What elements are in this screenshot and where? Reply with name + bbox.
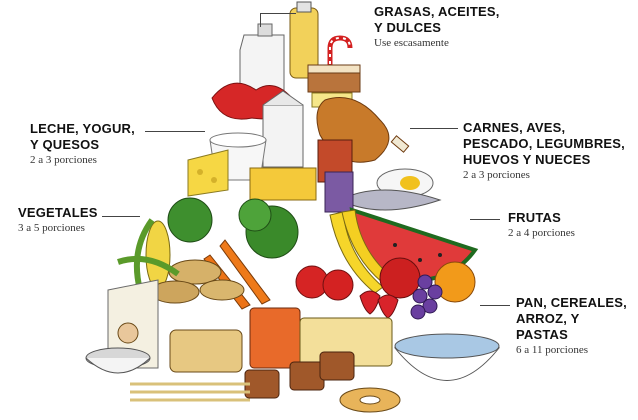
protein-tier-art (316, 97, 442, 213)
fats-title-line-2: Y DULCES (374, 20, 442, 35)
fats-leader (260, 13, 296, 14)
proteins-title-line-1: CARNES, AVES, (463, 120, 566, 135)
dairy-title-line-2: Y QUESOS (30, 137, 100, 152)
proteins-note: 2 a 3 porciones (463, 169, 530, 181)
grains-label: PAN, CEREALES, ARROZ, Y PASTAS 6 a 11 po… (516, 295, 627, 357)
fruits-note: 2 a 4 porciones (508, 227, 575, 239)
vegetables-title: VEGETALES (18, 205, 98, 220)
grains-leader (480, 305, 510, 306)
grains-title-line-3: PASTAS (516, 327, 569, 342)
vegetable-tier-art (117, 197, 354, 310)
fruits-title: FRUTAS (508, 210, 561, 225)
fats-label: GRASAS, ACEITES, Y DULCES Use escasament… (374, 4, 500, 50)
proteins-title-line-3: HUEVOS Y NUECES (463, 152, 591, 167)
dairy-note: 2 a 3 porciones (30, 154, 97, 166)
fats-title-line-1: GRASAS, ACEITES, (374, 4, 500, 19)
dairy-leader (145, 131, 205, 132)
grain-tier-art (85, 279, 501, 413)
fats-note: Use escasamente (374, 37, 449, 49)
dairy-tier-art (187, 90, 317, 201)
dairy-label: LECHE, YOGUR, Y QUESOS 2 a 3 porciones (30, 121, 135, 167)
fruit-tier-art (329, 207, 479, 320)
grains-title-line-2: ARROZ, Y (516, 311, 580, 326)
proteins-leader (410, 128, 458, 129)
proteins-title-line-2: PESCADO, LEGUMBRES, (463, 136, 625, 151)
dairy-title-line-1: LECHE, YOGUR, (30, 121, 135, 136)
fats-leader-v (260, 13, 261, 27)
vegetables-leader (102, 216, 140, 217)
vegetables-label: VEGETALES 3 a 5 porciones (18, 205, 98, 235)
fruits-label: FRUTAS 2 a 4 porciones (508, 210, 575, 240)
proteins-label: CARNES, AVES, PESCADO, LEGUMBRES, HUEVOS… (463, 120, 625, 182)
fruits-leader (470, 219, 500, 220)
grains-note: 6 a 11 porciones (516, 344, 588, 356)
vegetables-note: 3 a 5 porciones (18, 222, 85, 234)
grains-title-line-1: PAN, CEREALES, (516, 295, 627, 310)
